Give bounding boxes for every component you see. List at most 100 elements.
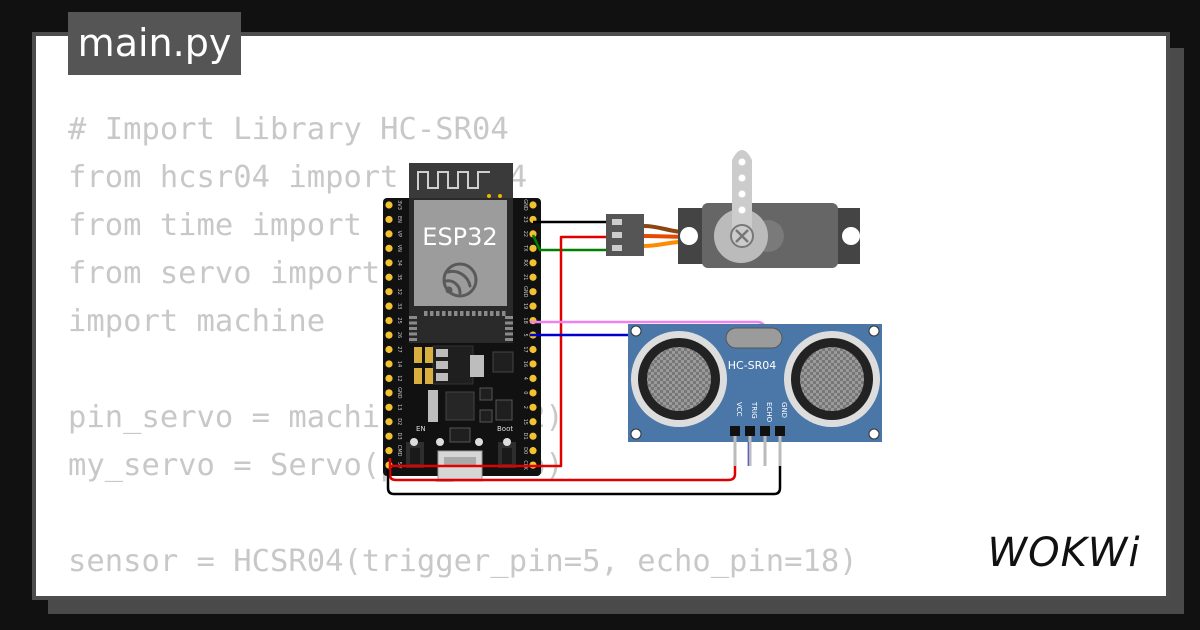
pin-label: VP [396,231,402,237]
pin-3v3[interactable] [385,201,393,209]
pin-label: 15 [522,419,528,425]
pin-15[interactable] [529,418,537,426]
pin-34[interactable] [385,259,393,267]
pin-label: 22 [522,231,528,237]
transducer-right [784,331,880,427]
pin-gnd[interactable] [529,201,537,209]
pin-label: D2 [396,418,402,425]
pin-label: 2 [522,406,528,409]
pin-21[interactable] [529,273,537,281]
pin-0[interactable] [529,389,537,397]
esp32-board[interactable]: 3V3ENVPVN343532332526271412GND13D2D3CMD5… [383,163,541,482]
crystal-oscillator [725,327,783,349]
wire-servo-signal[interactable] [531,234,606,252]
pin-label: EN [396,216,402,223]
pin-label: 14 [396,361,402,367]
servo-connector [606,214,644,256]
pin-label: 17 [522,346,528,352]
pin-d3[interactable] [385,432,393,440]
pin-32[interactable] [385,288,393,296]
pin-gnd[interactable] [529,288,537,296]
en-button-label: EN [416,425,426,433]
pin-label: VN [396,245,402,252]
pin-label: 25 [396,317,402,323]
pin-label: 23 [522,216,528,222]
wire-servo-vcc[interactable] [390,235,606,468]
sensor-label: HC-SR04 [728,359,777,372]
sensor-pin-label: TRIG [750,401,758,419]
pin-14[interactable] [385,360,393,368]
boot-button-label: Boot [497,425,513,433]
pin-vn[interactable] [385,244,393,252]
sensor-pin-gnd[interactable] [775,426,785,436]
en-button[interactable] [406,438,424,468]
code-line: while True: [68,586,858,596]
pin-35[interactable] [385,273,393,281]
pin-label: 34 [396,260,402,266]
sensor-pin-header [730,426,785,466]
file-tab[interactable]: main.py [68,12,241,75]
code-line: import machine [68,304,326,339]
pin-tx[interactable] [529,244,537,252]
pin-2[interactable] [529,403,537,411]
wokwi-logo-text: WOKWi [988,530,1141,576]
pin-rx[interactable] [529,259,537,267]
left-pin-labels: 3V3ENVPVN343532332526271412GND13D2D3CMD5… [396,200,402,469]
pin-label: D3 [396,433,402,440]
pin-d0[interactable] [529,447,537,455]
antenna-area [409,163,513,198]
servo-motor[interactable] [606,150,860,268]
wire-sensor-gnd[interactable] [386,438,782,496]
sensor-pin-echo[interactable] [760,426,770,436]
board-label: ESP32 [422,223,497,251]
pin-label: 5 [522,333,528,336]
pin-label: RX [522,259,528,266]
pin-label: 16 [522,361,528,367]
pin-d2[interactable] [385,418,393,426]
pin-label: D0 [522,447,528,454]
pin-cmd[interactable] [385,447,393,455]
pin-label: 3V3 [396,200,402,210]
pin-label: GND [522,199,528,211]
pin-en[interactable] [385,215,393,224]
pin-label: 19 [522,303,528,309]
sensor-pin-label: ECHO [765,402,773,423]
pin-33[interactable] [385,302,393,310]
pin-d1[interactable] [529,432,537,440]
pin-label: TX [522,244,528,252]
pin-label: 21 [522,274,528,280]
pin-4[interactable] [529,374,537,382]
pin-label: GND [396,387,402,399]
pin-26[interactable] [385,331,393,339]
pin-label: 4 [522,377,528,380]
pin-label: 18 [522,317,528,323]
pin-vp[interactable] [385,230,393,238]
sensor-pin-vcc[interactable] [730,426,740,436]
pin-label: CMD [396,445,402,457]
usb-uart-chip [445,391,475,421]
wire-sensor-vcc[interactable] [388,438,737,482]
pin-22[interactable] [529,230,537,238]
pin-gnd[interactable] [385,389,393,397]
pin-17[interactable] [529,345,537,354]
sensor-pin-label: VCC [735,402,743,417]
pin-16[interactable] [529,360,537,368]
pin-13[interactable] [385,403,393,411]
code-line: # Import Library HC-SR04 [68,112,509,147]
pin-label: 35 [396,274,402,280]
pin-19[interactable] [529,302,537,310]
espressif-logo-icon [442,262,478,298]
module-pads [409,311,513,341]
boot-button[interactable] [498,438,516,468]
sensor-pin-trig[interactable] [745,426,755,436]
pin-label: 26 [396,332,402,338]
pin-12[interactable] [385,374,393,382]
pin-27[interactable] [385,345,393,354]
pin-25[interactable] [385,317,393,325]
antenna-trace [417,171,490,190]
pin-label: 12 [396,375,402,381]
